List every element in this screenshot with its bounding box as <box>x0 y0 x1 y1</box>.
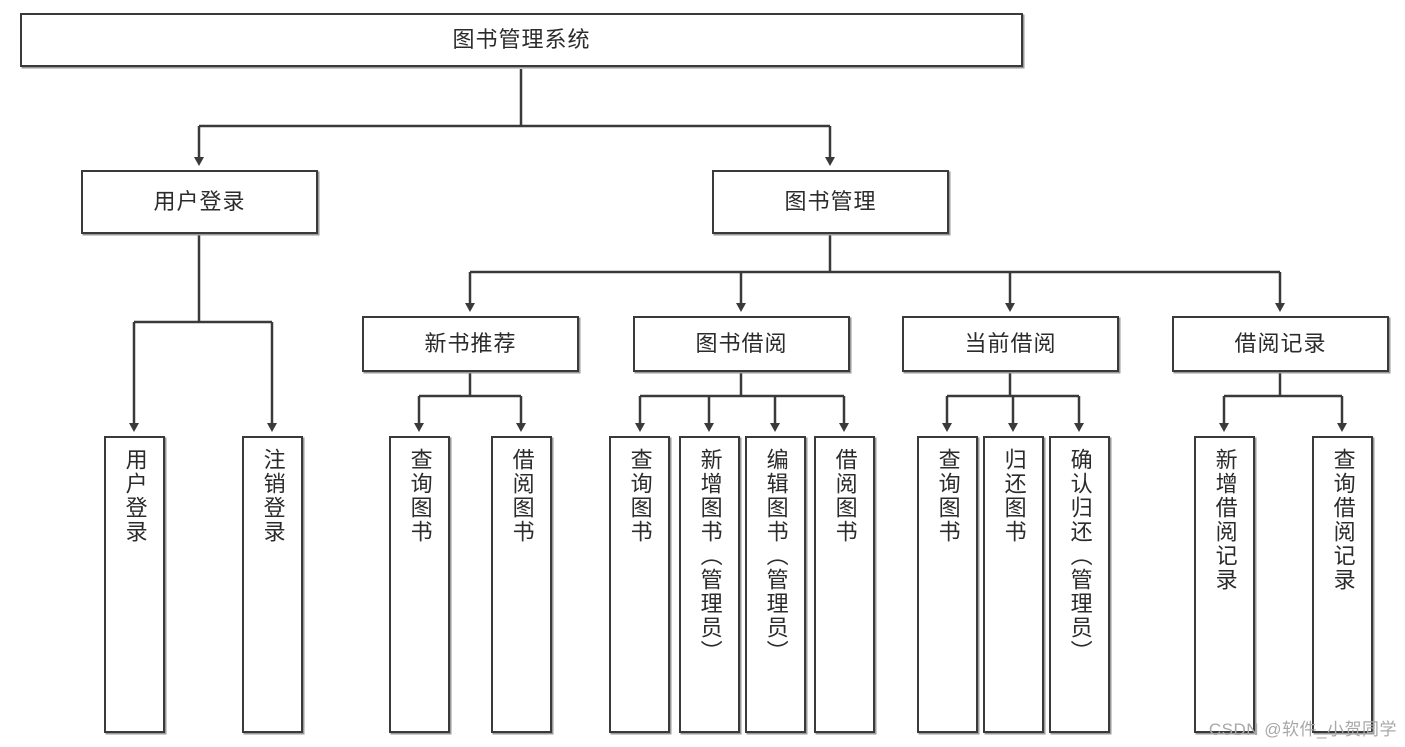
node-label: 借阅图书 <box>509 448 535 544</box>
edge-group-book-borrow <box>635 372 849 432</box>
edge-group-current-borrow <box>942 372 1084 432</box>
node-new-book-recommend[interactable]: 新书推荐 <box>362 316 579 372</box>
node-book-manage[interactable]: 图书管理 <box>712 170 949 234</box>
node-user-login[interactable]: 用户登录 <box>81 170 318 234</box>
node-root-system[interactable]: 图书管理系统 <box>20 13 1023 67</box>
node-book-borrow[interactable]: 图书借阅 <box>633 316 850 372</box>
node-label: 用户登录 <box>122 448 148 544</box>
watermark-text: CSDN @软件_小贺同学 <box>1208 720 1397 739</box>
leaf-query-book-recommend[interactable]: 查询图书 <box>389 436 450 733</box>
node-borrow-record[interactable]: 借阅记录 <box>1172 316 1389 372</box>
node-label: 当前借阅 <box>964 331 1057 356</box>
leaf-add-book[interactable]: 新增图书（管理员） <box>679 436 740 733</box>
node-current-borrow[interactable]: 当前借阅 <box>902 316 1119 372</box>
node-label: 查询借阅记录 <box>1330 448 1356 592</box>
edge-group-borrow-record <box>1219 372 1347 432</box>
node-label: 新书推荐 <box>424 331 517 356</box>
leaf-user-login[interactable]: 用户登录 <box>104 436 165 733</box>
leaf-return-book[interactable]: 归还图书 <box>983 436 1044 733</box>
leaf-query-book-current[interactable]: 查询图书 <box>917 436 978 733</box>
node-label: 图书借阅 <box>695 331 788 356</box>
edge-group-new-book <box>414 372 526 432</box>
node-label: 编辑图书（管理员） <box>763 448 789 664</box>
node-label: 新增借阅记录 <box>1212 448 1238 592</box>
leaf-query-book-borrow[interactable]: 查询图书 <box>609 436 670 733</box>
node-label: 借阅图书 <box>832 448 858 544</box>
node-label: 确认归还（管理员） <box>1067 448 1093 664</box>
node-label: 用户登录 <box>153 189 246 214</box>
node-label: 图书管理 <box>784 189 877 214</box>
node-label: 归还图书 <box>1001 448 1027 544</box>
leaf-query-borrow-record[interactable]: 查询借阅记录 <box>1312 436 1373 733</box>
leaf-borrow-book-recommend[interactable]: 借阅图书 <box>491 436 552 733</box>
leaf-borrow-book[interactable]: 借阅图书 <box>814 436 875 733</box>
node-label: 图书管理系统 <box>452 27 591 52</box>
edge-group-root <box>194 69 835 166</box>
node-label: 新增图书（管理员） <box>697 448 723 664</box>
node-label: 查询图书 <box>935 448 961 544</box>
leaf-edit-book[interactable]: 编辑图书（管理员） <box>745 436 806 733</box>
node-label: 注销登录 <box>260 448 286 544</box>
leaf-add-borrow-record[interactable]: 新增借阅记录 <box>1194 436 1255 733</box>
node-label: 查询图书 <box>627 448 653 544</box>
leaf-confirm-return[interactable]: 确认归还（管理员） <box>1049 436 1110 733</box>
node-label: 查询图书 <box>407 448 433 544</box>
node-label: 借阅记录 <box>1234 331 1327 356</box>
leaf-logout-login[interactable]: 注销登录 <box>242 436 303 733</box>
edge-group-user-login <box>129 234 277 432</box>
edge-group-book-manage <box>465 234 1285 312</box>
